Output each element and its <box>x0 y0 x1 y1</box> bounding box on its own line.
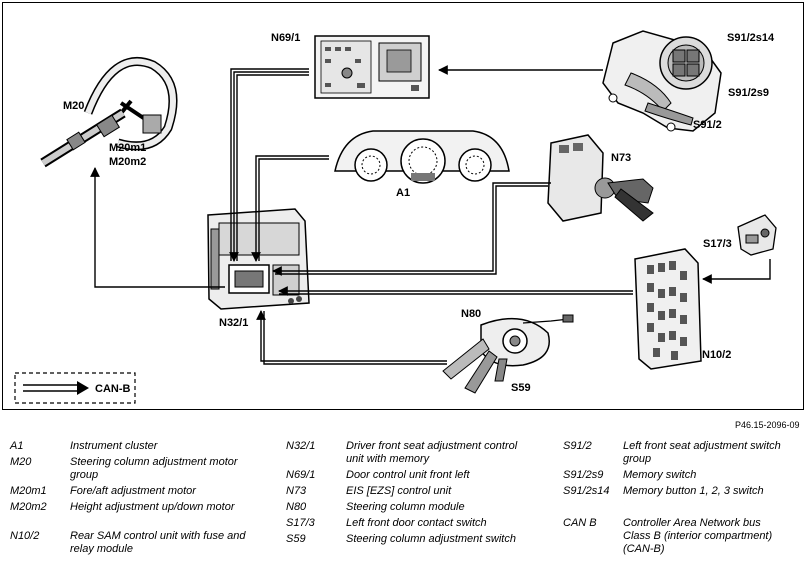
label-s59: S59 <box>511 382 531 394</box>
label-a1: A1 <box>396 187 410 199</box>
label-s91-2s9: S91/2s9 <box>728 87 769 99</box>
label-n69-1: N69/1 <box>271 32 300 44</box>
door-control-unit-drawing <box>314 35 430 99</box>
legend-desc: Memory switch <box>623 469 697 481</box>
legend-code: N32/1 <box>286 440 316 452</box>
legend-code: S91/2s9 <box>563 469 604 481</box>
legend-code: N73 <box>286 485 307 497</box>
legend-code: S59 <box>286 533 306 545</box>
legend-code: N10/2 <box>10 530 40 542</box>
legend-desc: Instrument cluster <box>70 440 158 452</box>
label-m20m1: M20m1 <box>109 142 146 154</box>
steering-column-drawing <box>40 57 178 168</box>
label-n73: N73 <box>611 152 631 164</box>
legend-desc: Steering column adjustment switch <box>346 533 516 545</box>
legend-desc: Memory button 1, 2, 3 switch <box>623 485 764 497</box>
legend-code: A1 <box>10 440 24 452</box>
legend-code: S17/3 <box>286 517 315 529</box>
label-n32-1: N32/1 <box>219 317 248 329</box>
legend-code: S91/2 <box>563 440 592 452</box>
rear-sam-drawing <box>634 248 702 370</box>
label-m20: M20 <box>63 100 84 112</box>
legend-desc: Left front seat adjustment switch group <box>623 440 781 465</box>
can-b-key <box>14 372 136 404</box>
network-diagram: N69/1 S91/2s14 S91/2s9 S91/2 M20 M20m1 M… <box>14 30 777 404</box>
seat-switch-group-drawing <box>602 30 722 132</box>
legend-code: M20m1 <box>10 485 47 497</box>
legend-code: M20m2 <box>10 501 47 513</box>
legend-code: M20 <box>10 456 32 468</box>
label-s91-2s14: S91/2s14 <box>727 32 775 44</box>
legend-code: CAN B <box>563 517 597 529</box>
legend-desc: Steering column module <box>346 501 465 513</box>
legend-desc: Door control unit front left <box>346 469 470 481</box>
label-n10-2: N10/2 <box>702 349 731 361</box>
legend-desc: Left front door contact switch <box>346 517 487 529</box>
label-n80: N80 <box>461 308 481 320</box>
legend-desc: Height adjustment up/down motor <box>70 501 235 513</box>
instrument-cluster-drawing <box>334 130 510 184</box>
eis-control-unit-drawing <box>547 134 654 222</box>
door-contact-switch-drawing <box>737 214 777 256</box>
steering-column-module-drawing <box>442 314 574 394</box>
legend-code: N69/1 <box>286 469 316 481</box>
label-s17-3: S17/3 <box>703 238 732 250</box>
legend-desc: Fore/aft adjustment motor <box>70 485 196 497</box>
legend-code: N80 <box>286 501 307 513</box>
reference-code: P46.15-2096-09 <box>735 420 800 430</box>
label-m20m2: M20m2 <box>109 156 146 168</box>
can-b-key-label: CAN-B <box>95 383 130 395</box>
legend-desc: Controller Area Network bus Class B (int… <box>623 517 773 555</box>
legend-desc: EIS [EZS] control unit <box>346 485 452 497</box>
legend-desc: Rear SAM control unit with fuse and rela… <box>70 530 246 555</box>
legend-desc: Driver front seat adjustment control uni… <box>346 440 518 465</box>
can-b-connections <box>90 65 771 365</box>
diagram-frame: N69/1 S91/2s14 S91/2s9 S91/2 M20 M20m1 M… <box>2 2 804 410</box>
legend-desc: Steering column adjustment motor group <box>70 456 238 481</box>
legend-code: S91/2s14 <box>563 485 610 497</box>
label-s91-2: S91/2 <box>693 119 722 131</box>
